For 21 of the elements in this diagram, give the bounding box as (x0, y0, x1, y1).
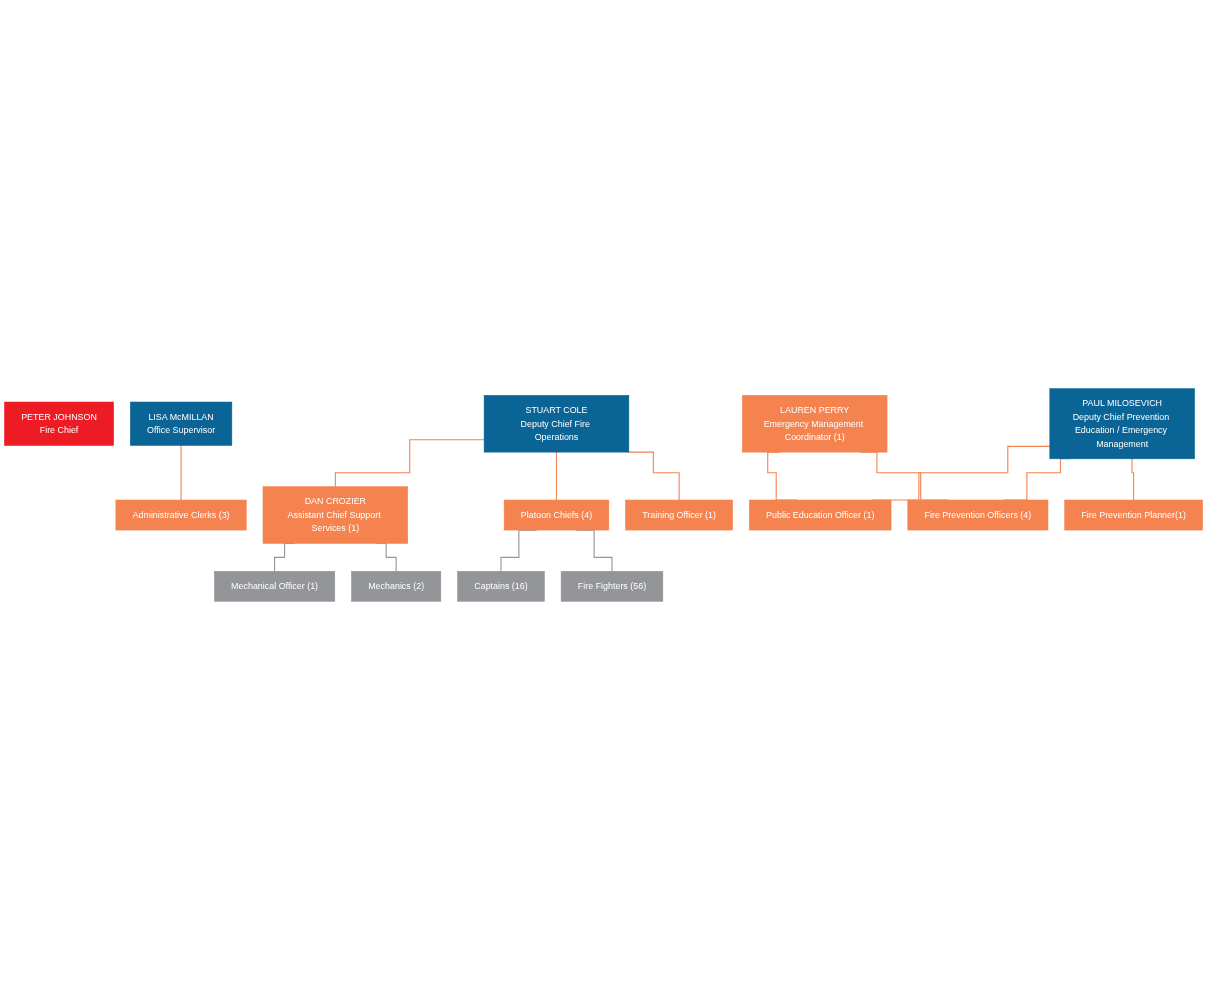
node-box: Public Education Officer (1) (749, 499, 892, 531)
node-box: PETER JOHNSON Fire Chief (4, 401, 114, 446)
node-box: STUART COLE Deputy Chief Fire Operations (483, 395, 630, 453)
connector (627, 451, 680, 501)
connector (1129, 458, 1135, 501)
node-box: Platoon Chiefs (4) (503, 499, 610, 531)
connector (334, 439, 485, 488)
connector (555, 451, 558, 501)
node-box: DAN CROZIER Assistant Chief Support Services (1) (262, 486, 409, 544)
node-box: Fire Prevention Planner(1) (1064, 499, 1203, 531)
node-box: Administrative Clerks (3) (115, 499, 247, 531)
connector (180, 444, 182, 501)
node-box: Captains (16) (457, 571, 545, 602)
node-box: PAUL MILOSEVICH Deputy Chief Prevention Education / Emergency Management (1049, 388, 1195, 460)
node-box: Fire Prevention Officers (4) (907, 499, 1049, 531)
node-box: LISA McMILLAN Office Supervisor (130, 401, 233, 446)
node-box: Mechanics (2) (351, 571, 442, 602)
node-box: Fire Fighters (56) (560, 571, 664, 602)
node-box: LAUREN PERRY Emergency Management Coordinator (1) (742, 395, 888, 453)
node-box: Training Officer (1) (625, 499, 733, 531)
node-box: Mechanical Officer (1) (214, 571, 336, 602)
